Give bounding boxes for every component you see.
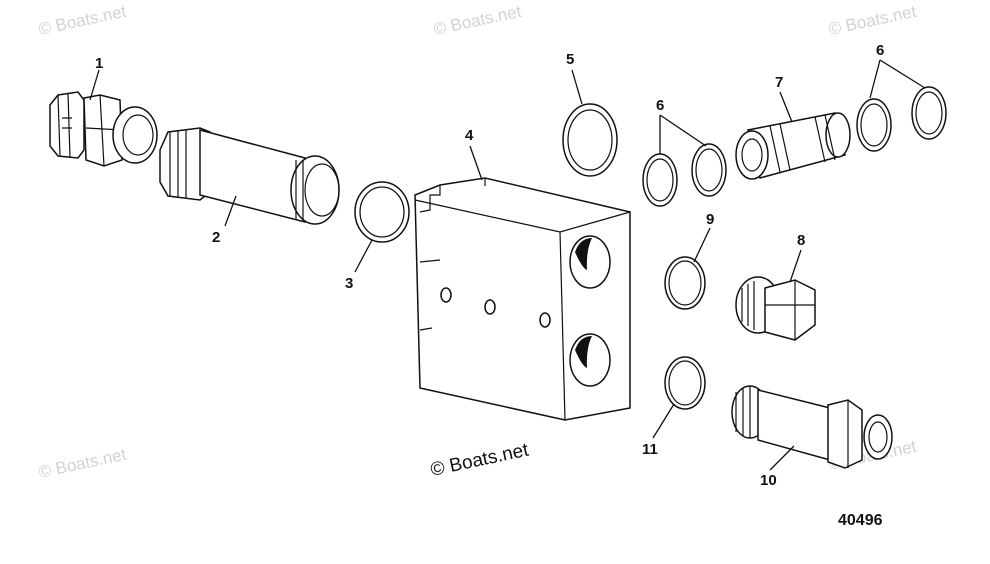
watermark-top-center: © Boats.net xyxy=(432,2,523,39)
callout-5: 5 xyxy=(566,51,574,68)
callout-labels: 1 2 3 4 5 6 6 7 8 9 10 11 xyxy=(95,42,884,489)
part-9-o-ring xyxy=(664,256,706,310)
part-8-plug xyxy=(735,276,816,341)
callout-3: 3 xyxy=(345,275,353,292)
part-11-o-ring xyxy=(664,356,706,410)
watermark-top-left: © Boats.net xyxy=(37,2,128,39)
watermark-bottom-left: © Boats.net xyxy=(37,445,128,482)
part-1-hose-fitting xyxy=(49,91,158,167)
callout-8: 8 xyxy=(797,232,805,249)
part-5-o-ring xyxy=(562,103,618,177)
boats-net-watermark: © Boats.net xyxy=(429,440,531,481)
callout-10: 10 xyxy=(760,472,777,489)
callout-6-middle: 6 xyxy=(656,97,664,114)
figure-number: 40496 xyxy=(838,512,883,529)
part-7-sleeve xyxy=(735,112,851,180)
callout-11: 11 xyxy=(642,441,658,458)
part-4-valve-block xyxy=(414,177,631,421)
part-6-o-rings xyxy=(642,86,947,207)
callout-4: 4 xyxy=(465,127,474,144)
callout-7: 7 xyxy=(775,74,783,91)
callout-1: 1 xyxy=(95,55,103,72)
part-10-fitting xyxy=(731,385,893,469)
leader-lines xyxy=(89,59,926,471)
callout-9: 9 xyxy=(706,211,714,228)
part-3-o-ring xyxy=(354,181,410,243)
part-2-fitting-tube xyxy=(159,127,340,225)
watermark-top-right: © Boats.net xyxy=(827,2,918,39)
callout-6-right: 6 xyxy=(876,42,884,59)
callout-2: 2 xyxy=(212,229,220,246)
